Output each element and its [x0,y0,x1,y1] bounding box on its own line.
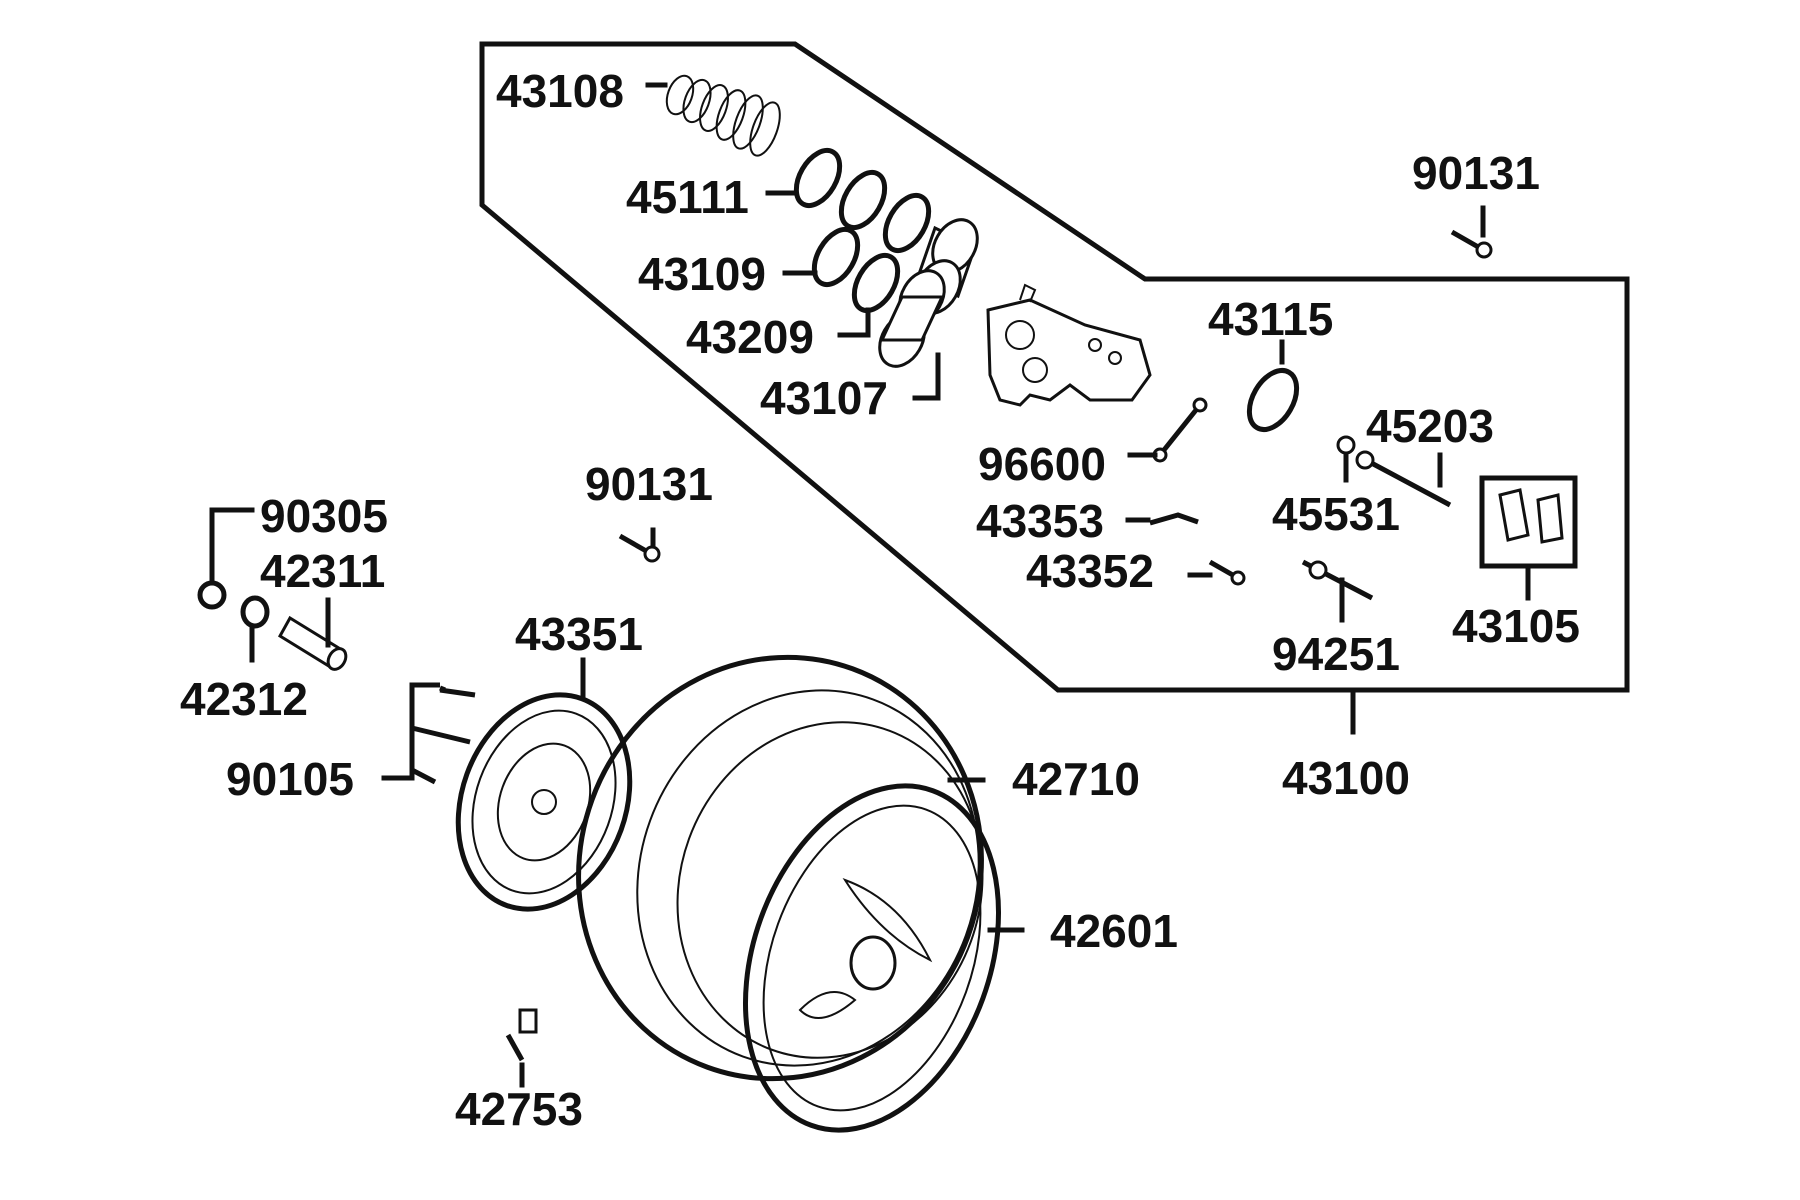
pin-45203 [1355,450,1452,508]
brake-disc-43351 [455,692,633,912]
label-90105: 90105 [226,753,354,805]
fitting-43352 [1208,559,1246,586]
nut-90305 [197,580,227,610]
label-90131-top: 90131 [1412,147,1540,199]
ring-43109-b [811,227,861,287]
label-42311: 42311 [260,545,385,597]
label-90131-mid: 90131 [585,458,713,510]
pin-94251 [1301,559,1374,601]
ring-43209-b [851,253,901,313]
label-43209: 43209 [686,311,814,363]
bolt-90131-mid [618,533,661,563]
seal-43115 [1246,368,1300,432]
spacer-42311 [277,615,348,671]
rim-42601 [743,783,1001,1133]
tire-42710 [576,654,984,1082]
leader-lines [209,82,1531,1088]
caliper-assembly-outline [479,41,1630,693]
label-45203: 45203 [1366,400,1494,452]
label-42312: 42312 [180,673,308,725]
label-96600: 96600 [978,438,1106,490]
label-43105: 43105 [1452,600,1580,652]
ring-43109-a [838,170,888,230]
label-43115: 43115 [1208,293,1333,345]
bolt-90131-top [1450,229,1493,259]
label-43107: 43107 [760,372,888,424]
piston-43107-b [878,269,946,368]
label-43108: 43108 [496,65,624,117]
bolts-90105 [410,682,476,785]
clip-43353 [1149,512,1199,526]
label-43100: 43100 [1282,752,1410,804]
label-43353: 43353 [976,495,1104,547]
valve-42753 [505,1008,538,1062]
label-94251: 94251 [1272,628,1400,680]
seal-45111 [793,148,843,208]
label-45111: 45111 [626,171,749,223]
label-43352: 43352 [1026,545,1154,597]
label-43351: 43351 [515,608,643,660]
ring-43209-a [882,193,932,253]
brake-pads-43105 [1479,475,1578,569]
caliper-body [986,283,1152,407]
bleeder-96600 [1152,397,1208,463]
label-42710: 42710 [1012,753,1140,805]
bolt-45531 [1336,435,1356,455]
label-42601: 42601 [1050,905,1178,957]
label-42753: 42753 [455,1083,583,1135]
label-45531: 45531 [1272,488,1400,540]
washer-42312 [240,595,270,629]
label-43109: 43109 [638,248,766,300]
spring-43108 [665,74,781,157]
label-90305: 90305 [260,490,388,542]
